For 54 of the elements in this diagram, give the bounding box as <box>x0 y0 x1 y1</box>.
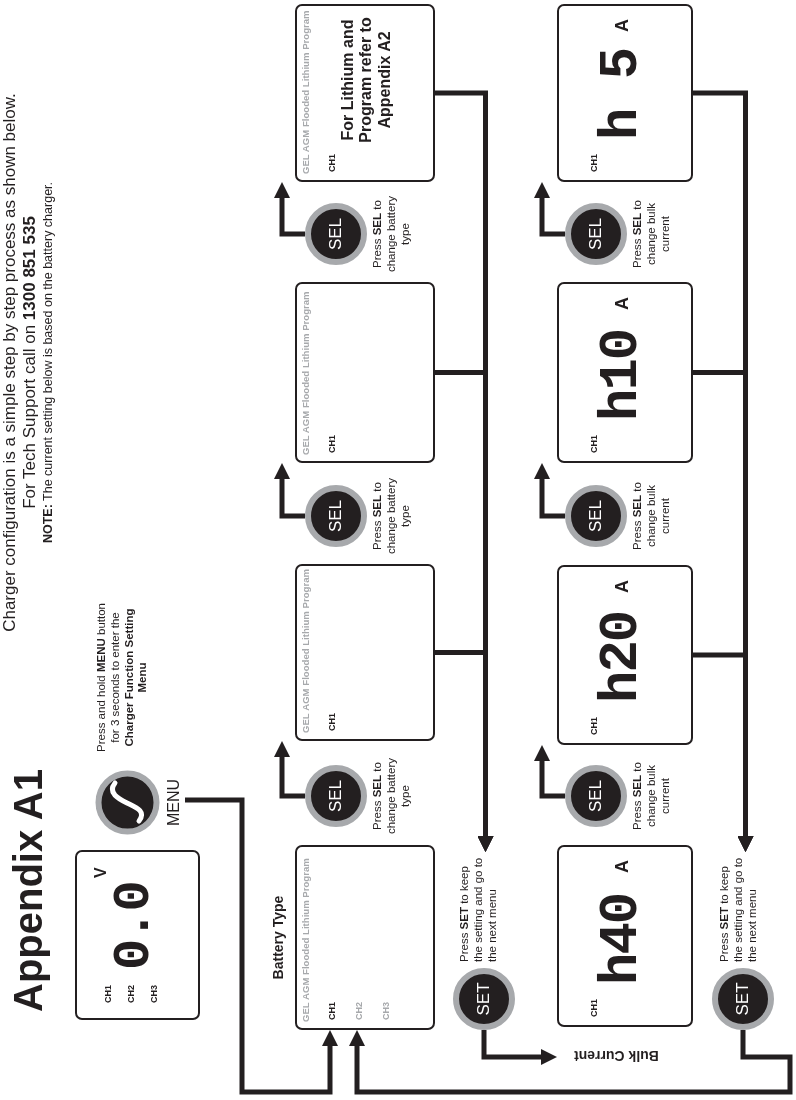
arrow <box>274 182 305 237</box>
display-message: For Lithium and Program refer to Appendix A2 <box>339 16 394 145</box>
channel-label: CH1 <box>327 713 337 731</box>
channel-label: CH1 <box>327 435 337 453</box>
unit-label: A <box>613 580 631 593</box>
battery-type-row: GEL AGM Flooded Lithium Program <box>300 291 311 455</box>
intro-text: For Tech Support call on 1300 851 535 <box>20 216 41 509</box>
arrow <box>693 90 754 852</box>
intro-text: NOTE: The current setting below is based on the battery charger. <box>40 181 56 544</box>
round-button: SEL <box>305 203 367 265</box>
round-button: SEL <box>565 485 627 547</box>
lcd-digits: h40 <box>595 893 649 985</box>
channel-label: CH1 <box>589 154 599 172</box>
channel-label: CH2 <box>126 985 136 1003</box>
panel-heading: Bulk Current <box>574 1048 659 1064</box>
round-button: SET <box>453 968 515 1030</box>
battery-type-row: GEL AGM Flooded Lithium Program <box>300 10 311 174</box>
page-title: Appendix A1 <box>6 769 51 1012</box>
arrow <box>349 1030 793 1095</box>
arrow <box>274 463 305 519</box>
round-button: SET <box>712 968 774 1030</box>
channel-label: CH1 <box>327 1002 337 1020</box>
panel-heading: Battery Type <box>270 895 286 980</box>
unit-label: A <box>613 19 631 32</box>
round-button: SEL <box>305 765 367 827</box>
channel-label: CH2 <box>354 1002 364 1020</box>
arrow <box>534 463 565 519</box>
arrow <box>534 745 565 799</box>
round-button: SEL <box>565 203 627 265</box>
channel-label: CH1 <box>103 985 113 1003</box>
lcd-digits: 0.0 <box>109 882 161 970</box>
channel-label: CH1 <box>589 717 599 735</box>
channel-label: CH3 <box>381 1002 391 1020</box>
round-button: SEL <box>305 485 367 547</box>
arrow <box>534 182 565 237</box>
round-button: SEL <box>565 765 627 827</box>
lcd-digits: h20 <box>595 611 649 703</box>
channel-label: CH1 <box>327 154 337 172</box>
arrow <box>185 797 338 1095</box>
battery-type-row: GEL AGM Flooded Lithium Program <box>300 569 311 733</box>
channel-label: CH1 <box>589 435 599 453</box>
unit-label: A <box>613 297 631 310</box>
lcd-digits: h 5 <box>595 48 649 140</box>
arrow <box>435 90 494 852</box>
channel-label: CH1 <box>589 999 599 1017</box>
channel-label: CH3 <box>149 985 159 1003</box>
unit-label: V <box>93 867 109 878</box>
knob-label: MENU <box>165 778 183 827</box>
intro-text: Charger configuration is a simple step by step process as shown below. <box>0 93 20 632</box>
lcd-digits: h10 <box>595 329 649 421</box>
battery-type-row: GEL AGM Flooded Lithium Program <box>300 858 311 1022</box>
unit-label: A <box>613 860 631 873</box>
arrow <box>274 741 305 799</box>
arrow <box>481 1030 557 1065</box>
